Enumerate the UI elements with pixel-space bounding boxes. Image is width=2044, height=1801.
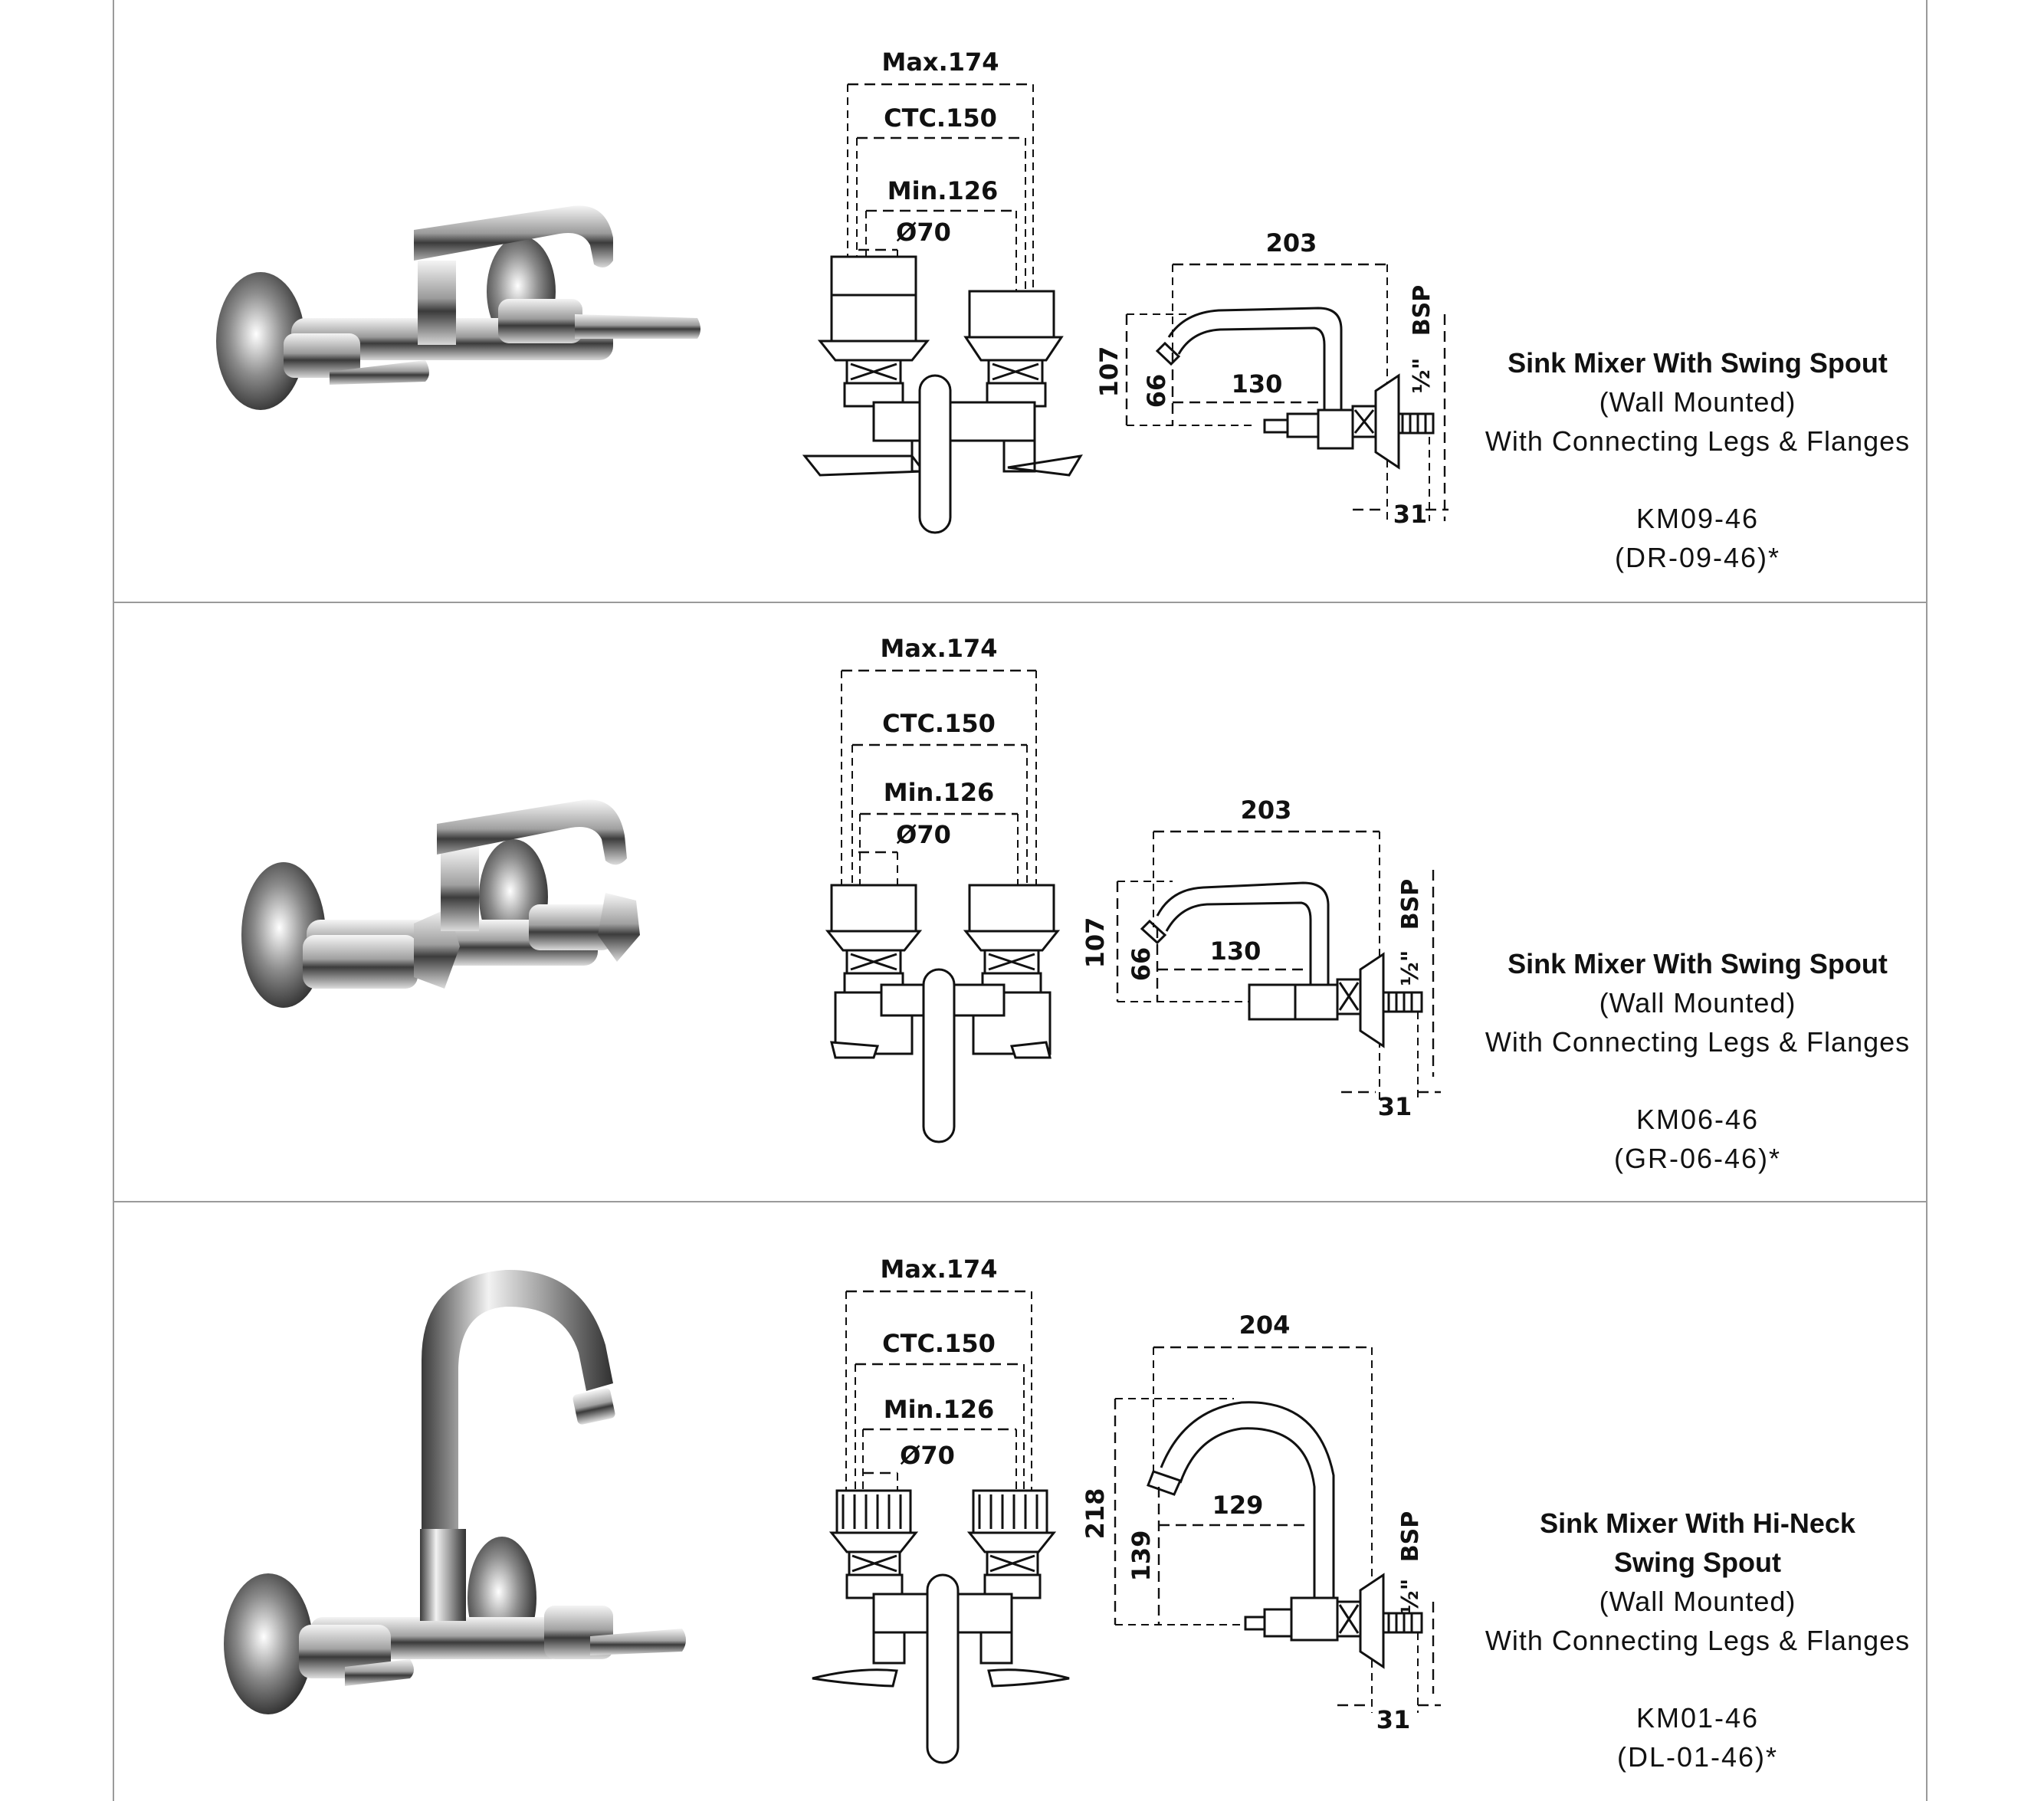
dim-height: 107 (1081, 917, 1110, 969)
dim-max: Max.174 (880, 634, 997, 663)
product-alt-code: (DR-09-46)* (1614, 542, 1781, 573)
row-divider (113, 602, 1928, 603)
dim-height: 107 (1094, 346, 1124, 398)
dim-reach: 203 (1241, 796, 1292, 825)
product-feature: With Connecting Legs & Flanges (1485, 1625, 1911, 1656)
front-view-drawing: Max.174 CTC.150 Min.126 Ø70 (812, 1255, 1070, 1764)
product-code: KM01-46 (1636, 1702, 1760, 1734)
product-feature: With Connecting Legs & Flanges (1485, 425, 1911, 457)
product-photo-hi-neck-spout (224, 1269, 686, 1714)
dim-reach: 203 (1266, 228, 1317, 258)
catalog-frame (113, 0, 1928, 1801)
dim-spout-height: 139 (1127, 1530, 1156, 1582)
dim-diameter: Ø70 (896, 820, 951, 849)
product-alt-code: (GR-06-46)* (1613, 1143, 1782, 1174)
product-mount: (Wall Mounted) (1599, 987, 1796, 1019)
product-description: Sink Mixer With Swing Spout (Wall Mounte… (1471, 343, 1924, 577)
product-code: KM09-46 (1636, 503, 1760, 534)
product-photo-swing-spout-knob (241, 799, 640, 1008)
row-divider (113, 1201, 1928, 1202)
dim-min: Min.126 (884, 1395, 995, 1424)
dim-spout-reach: 129 (1212, 1491, 1264, 1520)
dim-spout-height: 66 (1127, 947, 1156, 982)
dim-diameter: Ø70 (896, 218, 951, 247)
dim-spout-height: 66 (1142, 374, 1171, 408)
product-photo-swing-spout-lever (216, 205, 700, 410)
dim-bsp: BSP (1409, 285, 1435, 336)
dim-max: Max.174 (881, 48, 999, 77)
dim-depth: 31 (1376, 1705, 1411, 1734)
dim-ctc: CTC.150 (882, 709, 996, 738)
product-description: Sink Mixer With Swing Spout (Wall Mounte… (1471, 944, 1924, 1178)
product-title: Sink Mixer With Swing Spout (1508, 948, 1888, 979)
dim-ctc: CTC.150 (882, 1329, 996, 1358)
side-view-drawing: 204 129 218 139 BSP ½" 31 (1081, 1311, 1441, 1734)
dim-spout-reach: 130 (1232, 369, 1283, 399)
dim-bsp: BSP (1397, 1511, 1424, 1562)
front-view-drawing: Max.174 CTC.150 Min.126 Ø70 (825, 634, 1061, 1143)
product-title-line2: Swing Spout (1614, 1547, 1781, 1578)
dim-min: Min.126 (887, 176, 999, 205)
side-view-drawing: 203 130 107 66 BSP ½" 31 (1081, 796, 1441, 1121)
dim-depth: 31 (1378, 1092, 1412, 1121)
product-feature: With Connecting Legs & Flanges (1485, 1026, 1911, 1058)
dim-bsp-fraction: ½" (1397, 950, 1424, 986)
product-description: Sink Mixer With Hi-Neck Swing Spout (Wal… (1471, 1504, 1924, 1776)
dim-reach: 204 (1239, 1311, 1291, 1340)
product-alt-code: (DL-01-46)* (1616, 1741, 1779, 1773)
dim-depth: 31 (1393, 500, 1428, 529)
dim-max: Max.174 (880, 1255, 997, 1284)
dim-diameter: Ø70 (900, 1441, 955, 1470)
dim-ctc: CTC.150 (884, 103, 997, 133)
product-title: Sink Mixer With Hi-Neck (1540, 1507, 1855, 1539)
front-view-drawing: Max.174 CTC.150 Min.126 Ø70 (802, 48, 1083, 534)
product-mount: (Wall Mounted) (1599, 1586, 1796, 1617)
side-view-drawing: 203 130 107 66 BSP ½" 31 (1094, 228, 1449, 529)
dim-bsp: BSP (1397, 879, 1424, 930)
product-code: KM06-46 (1636, 1104, 1760, 1135)
product-mount: (Wall Mounted) (1599, 386, 1796, 418)
dim-bsp-fraction: ½" (1397, 1579, 1424, 1615)
dim-bsp-fraction: ½" (1409, 358, 1435, 394)
dim-min: Min.126 (884, 778, 995, 807)
product-title: Sink Mixer With Swing Spout (1508, 347, 1888, 379)
dim-spout-reach: 130 (1210, 937, 1262, 966)
dim-height: 218 (1081, 1488, 1110, 1540)
